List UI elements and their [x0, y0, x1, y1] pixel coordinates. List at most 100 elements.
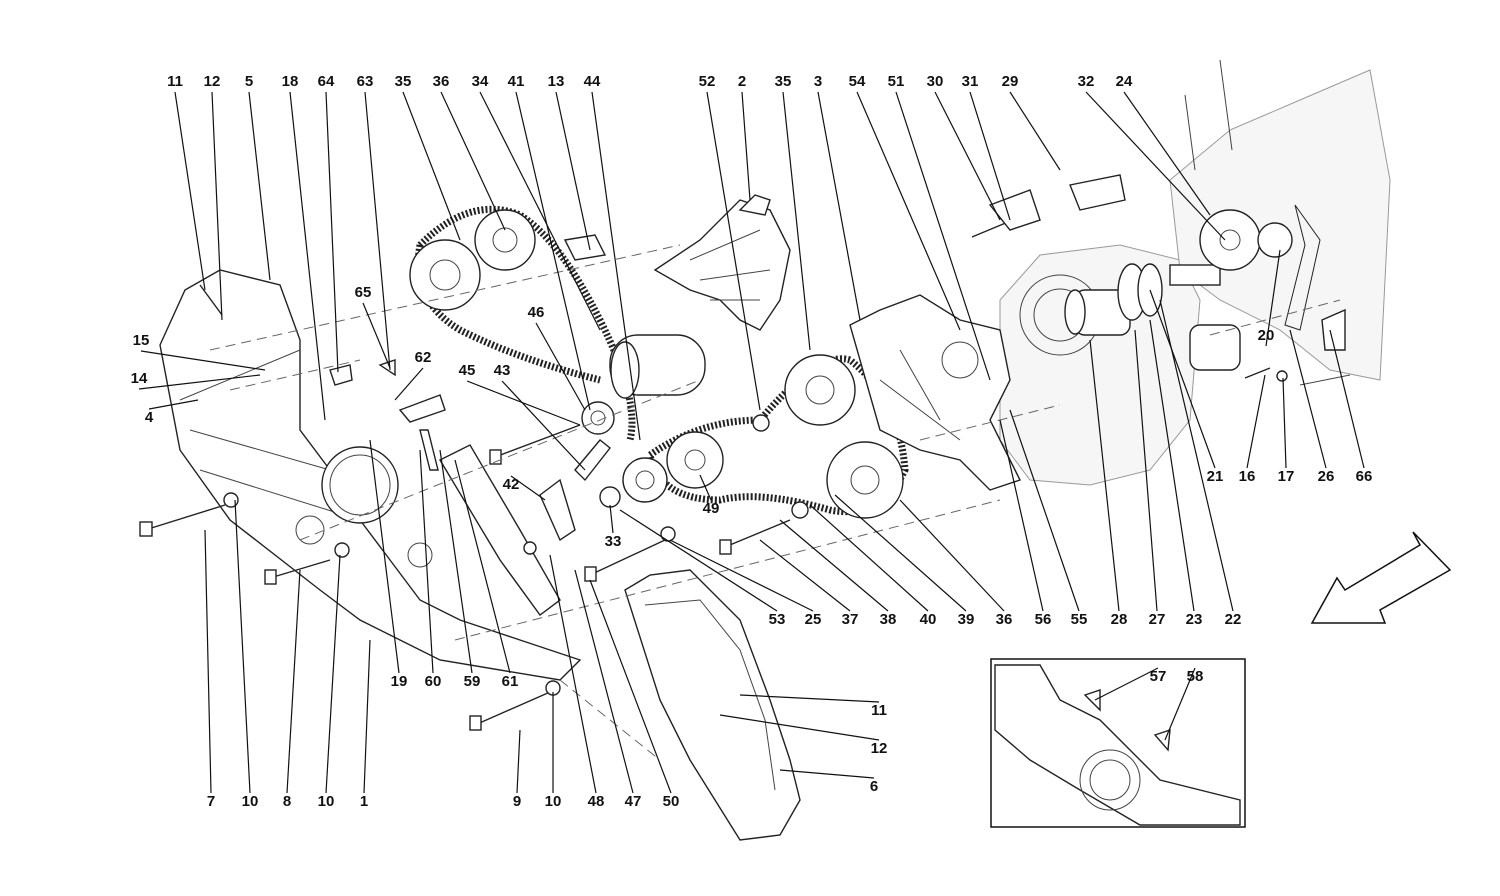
callout-label: 62	[415, 349, 432, 366]
leader-line	[419, 449, 434, 674]
leader-line	[779, 769, 875, 779]
callout-label: 21	[1207, 468, 1224, 485]
callout-label: 48	[588, 793, 605, 810]
bolt	[139, 504, 226, 537]
callout-label: 46	[528, 304, 545, 321]
leader-line	[1265, 249, 1281, 347]
callout-label: 20	[1258, 327, 1275, 344]
leader-line	[741, 91, 751, 201]
leader-line	[699, 474, 712, 501]
leader-line	[969, 91, 1011, 221]
leader-line	[856, 91, 961, 331]
callout-label: 17	[1278, 468, 1295, 485]
callout-label: 57	[1150, 668, 1167, 685]
leader-line	[1089, 339, 1120, 612]
leader-line	[1246, 374, 1266, 469]
belt-guard-bracket	[653, 194, 791, 331]
bolt	[1244, 367, 1271, 379]
callout-label: 9	[513, 793, 521, 810]
leader-line	[204, 529, 212, 794]
leader-line	[516, 729, 521, 794]
leader-line	[719, 714, 880, 741]
callout-label: 11	[871, 702, 887, 719]
leader-line	[589, 579, 672, 794]
leader-line	[999, 419, 1044, 612]
callout-label: 53	[769, 611, 786, 628]
callout-label: 66	[1356, 468, 1373, 485]
callout-label: 12	[871, 740, 888, 757]
leader-line	[1123, 91, 1211, 216]
leader-line	[510, 475, 546, 501]
bolt	[199, 284, 223, 316]
callout-label: 27	[1149, 611, 1166, 628]
callout-label: 44	[584, 73, 601, 90]
leader-line	[501, 380, 586, 471]
callout-label: 49	[703, 500, 720, 517]
callout-label: 24	[1116, 73, 1133, 90]
bolt	[719, 519, 791, 555]
callout-label: 23	[1186, 611, 1203, 628]
leader-line	[211, 91, 223, 321]
bolt	[971, 221, 1009, 238]
leader-line	[363, 639, 371, 794]
callout-label: 47	[625, 793, 642, 810]
leader-line	[759, 539, 851, 612]
leader-line	[234, 499, 251, 794]
leader-line	[934, 91, 1001, 221]
callout-label: 64	[318, 73, 335, 90]
bolt	[264, 559, 331, 585]
bolt	[489, 424, 581, 465]
callout-label: 25	[805, 611, 822, 628]
callout-label: 35	[395, 73, 412, 90]
leader-line	[440, 91, 506, 231]
callout-label: 43	[494, 362, 511, 379]
leader-line	[1289, 329, 1327, 469]
leader-line	[369, 439, 400, 674]
leader-line	[402, 91, 461, 241]
leader-line	[394, 367, 424, 401]
callout-label: 51	[888, 73, 905, 90]
callout-label: 32	[1078, 73, 1095, 90]
leader-line	[555, 91, 591, 251]
callout-label: 4	[145, 409, 154, 426]
callout-label: 28	[1111, 611, 1128, 628]
leader-line	[834, 494, 967, 612]
leader-line	[1329, 329, 1365, 469]
callout-label: 7	[207, 793, 215, 810]
callout-label: 13	[548, 73, 565, 90]
leader-line	[515, 91, 591, 411]
callout-label: 36	[433, 73, 450, 90]
leader-line	[619, 509, 778, 612]
leader-line	[779, 519, 889, 612]
leader-line	[325, 554, 341, 794]
leader-line	[739, 694, 880, 703]
leader-line	[289, 91, 326, 421]
callout-label: 1	[360, 793, 368, 810]
callout-label: 14	[131, 370, 148, 387]
leader-line	[364, 91, 391, 371]
callout-label: 30	[927, 73, 944, 90]
leader-line	[454, 459, 511, 674]
leader-line	[1085, 91, 1226, 241]
callout-label: 55	[1071, 611, 1088, 628]
leader-line	[1159, 299, 1234, 612]
bolts	[139, 221, 1288, 731]
leader-line	[895, 91, 991, 381]
callout-label: 10	[318, 793, 335, 810]
callout-label: 38	[880, 611, 897, 628]
leader-line	[362, 302, 391, 369]
camshaft-pulley	[409, 239, 481, 311]
callout-label: 3	[814, 73, 822, 90]
callout-label: 39	[958, 611, 975, 628]
callout-label: 18	[282, 73, 299, 90]
callout-label: 10	[242, 793, 259, 810]
leader-line	[1009, 91, 1061, 171]
orientation-arrow	[1310, 531, 1452, 624]
misc-small-parts	[329, 234, 621, 555]
leader-line	[1134, 329, 1158, 612]
leader-line	[535, 322, 586, 411]
callout-label: 10	[545, 793, 562, 810]
rear-belt-cover	[624, 569, 801, 841]
